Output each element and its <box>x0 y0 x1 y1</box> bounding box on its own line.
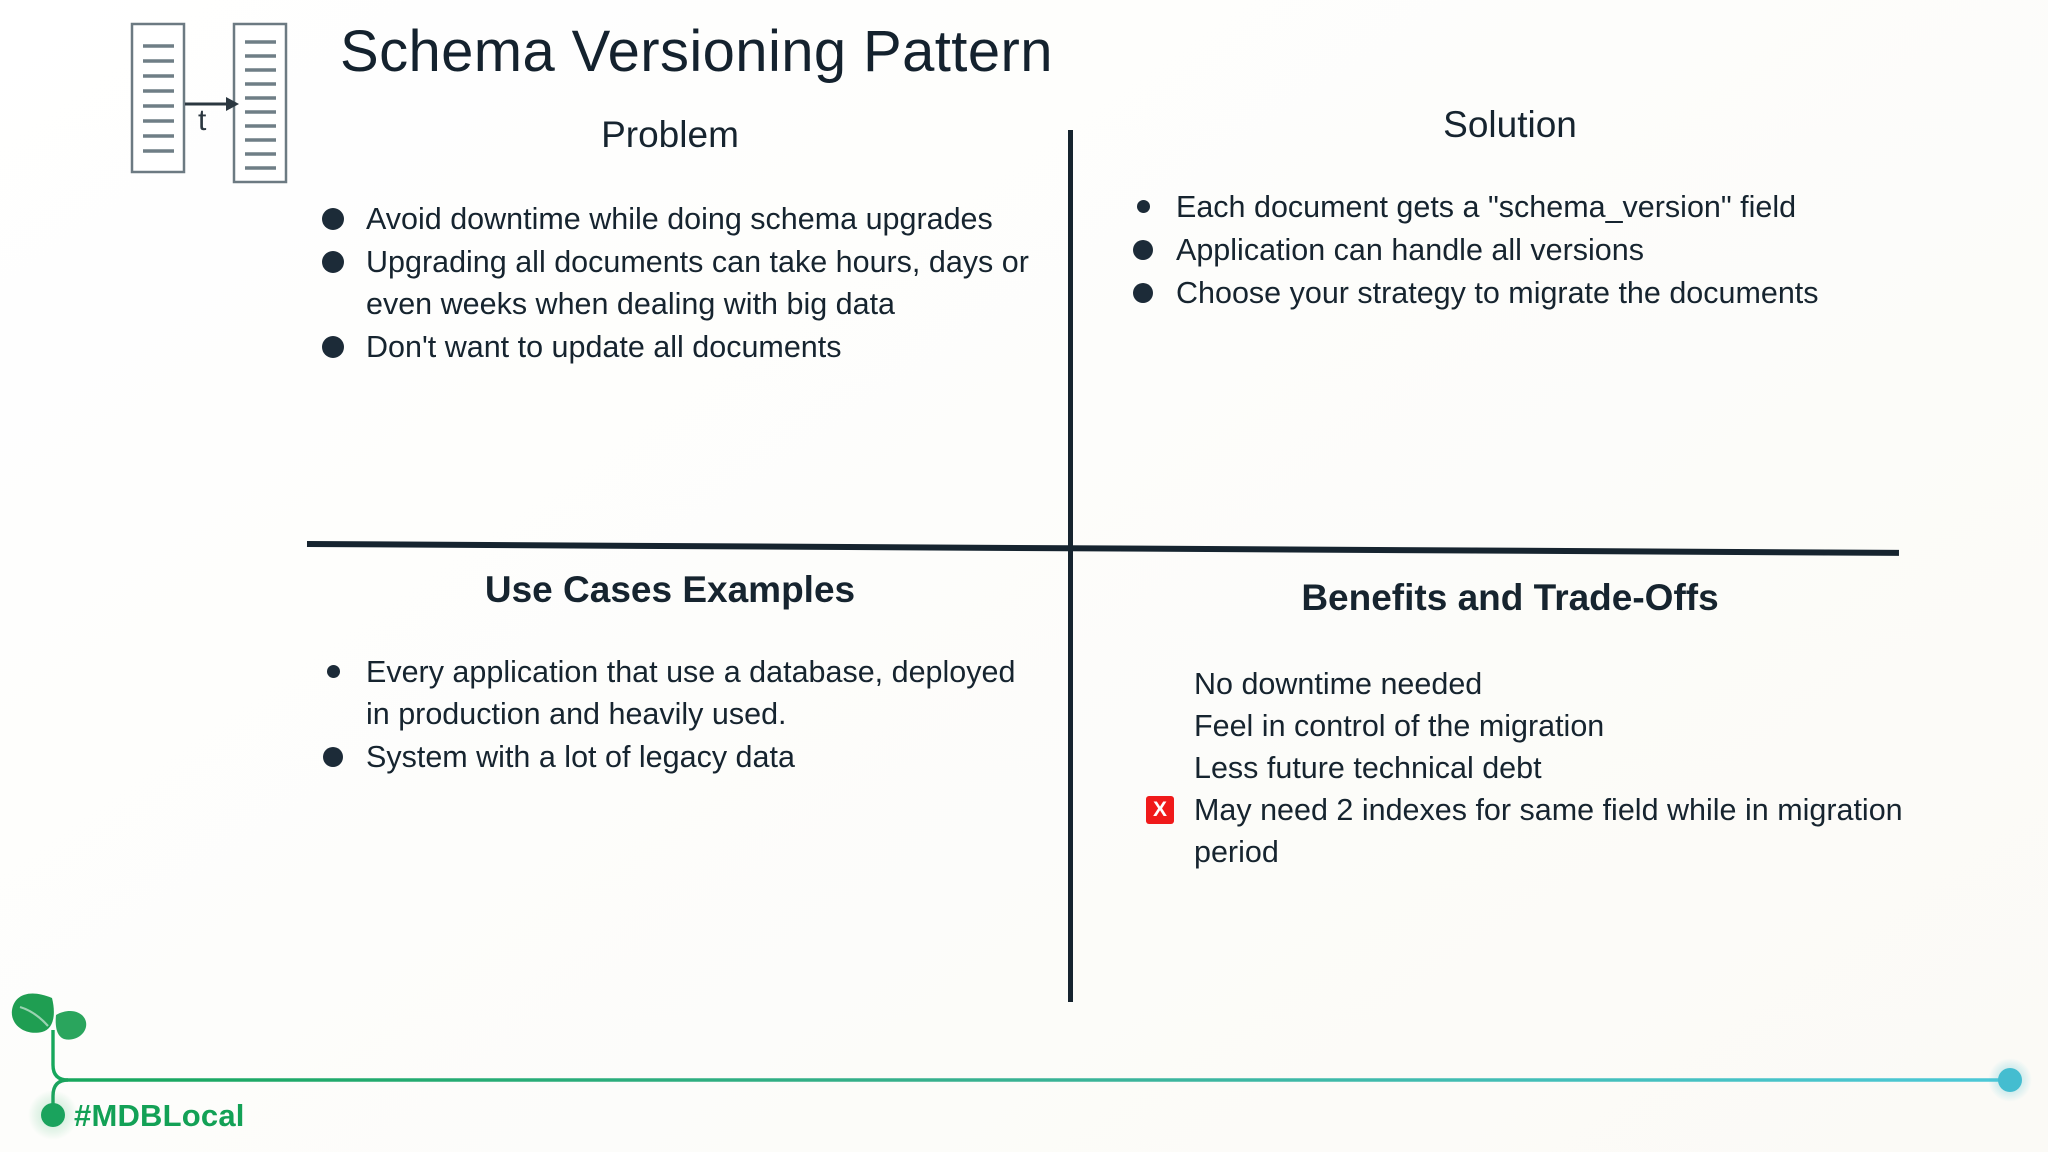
benefits-bullet-list: No downtime needed Feel in control of th… <box>1110 663 1910 873</box>
footer-decoration <box>0 960 2048 1152</box>
quadrant-use-cases: Use Cases Examples Every application tha… <box>300 569 1040 779</box>
list-item-label: Less future technical debt <box>1194 750 1542 785</box>
list-item-label: Avoid downtime while doing schema upgrad… <box>366 201 993 236</box>
list-item: Choose your strategy to migrate the docu… <box>1130 272 1910 314</box>
bullet-dot-icon <box>1130 186 1176 228</box>
schema-evolution-icon: t <box>126 18 294 186</box>
list-item: Avoid downtime while doing schema upgrad… <box>320 198 1040 240</box>
list-item-label: Application can handle all versions <box>1176 232 1644 267</box>
divider-vertical <box>1068 130 1073 1002</box>
quadrant-solution: Solution Each document gets a "schema_ve… <box>1110 104 1910 315</box>
list-item: No downtime needed <box>1148 663 1910 705</box>
list-item-label: Every application that use a database, d… <box>366 654 1016 731</box>
bullet-dot-icon <box>320 198 366 240</box>
use-cases-bullet-list: Every application that use a database, d… <box>300 651 1040 778</box>
list-item: Upgrading all documents can take hours, … <box>320 241 1040 325</box>
sprout-icon <box>11 993 87 1040</box>
list-item-label: Upgrading all documents can take hours, … <box>366 244 1029 321</box>
quadrant-use-cases-title: Use Cases Examples <box>484 569 856 610</box>
quadrant-problem: Problem Avoid downtime while doing schem… <box>300 114 1040 369</box>
cross-mark-icon: X <box>1146 789 1194 831</box>
quadrant-benefits-title: Benefits and Trade-Offs <box>1301 577 1719 618</box>
list-item: Don't want to update all documents <box>320 326 1040 368</box>
list-item: Feel in control of the migration <box>1148 705 1910 747</box>
bullet-empty-marker <box>1148 663 1194 705</box>
list-item: Less future technical debt <box>1148 747 1910 789</box>
page-title: Schema Versioning Pattern <box>340 19 1053 84</box>
solution-bullet-list: Each document gets a "schema_version" fi… <box>1110 186 1910 314</box>
bullet-dot-icon <box>320 651 366 693</box>
bullet-empty-marker <box>1148 747 1194 789</box>
list-item-label: Each document gets a "schema_version" fi… <box>1176 189 1797 224</box>
footer-hashtag: #MDBLocal <box>74 1098 245 1133</box>
list-item-label: May need 2 indexes for same field while … <box>1194 792 1903 869</box>
list-item-label: Feel in control of the migration <box>1194 708 1605 743</box>
list-item-label: Don't want to update all documents <box>366 329 842 364</box>
bullet-dot-icon <box>320 241 366 283</box>
list-item: X May need 2 indexes for same field whil… <box>1146 789 1910 873</box>
bullet-dot-icon <box>1130 272 1176 314</box>
list-item: Every application that use a database, d… <box>320 651 1040 735</box>
arrow-time-label: t <box>198 104 207 137</box>
list-item: System with a lot of legacy data <box>320 736 1040 778</box>
list-item-label: No downtime needed <box>1194 666 1483 701</box>
problem-bullet-list: Avoid downtime while doing schema upgrad… <box>300 198 1040 368</box>
list-item: Each document gets a "schema_version" fi… <box>1130 186 1910 228</box>
list-item-label: Choose your strategy to migrate the docu… <box>1176 275 1819 310</box>
bullet-dot-icon <box>1130 229 1176 271</box>
bullet-empty-marker <box>1148 705 1194 747</box>
quadrant-solution-title: Solution <box>1443 104 1577 145</box>
bullet-dot-icon <box>320 326 366 368</box>
list-item-label: System with a lot of legacy data <box>366 739 795 774</box>
list-item: Application can handle all versions <box>1130 229 1910 271</box>
divider-horizontal <box>306 541 1899 556</box>
bullet-dot-icon <box>320 736 366 778</box>
quadrant-benefits: Benefits and Trade-Offs No downtime need… <box>1110 577 1910 873</box>
quadrant-problem-title: Problem <box>601 114 739 155</box>
